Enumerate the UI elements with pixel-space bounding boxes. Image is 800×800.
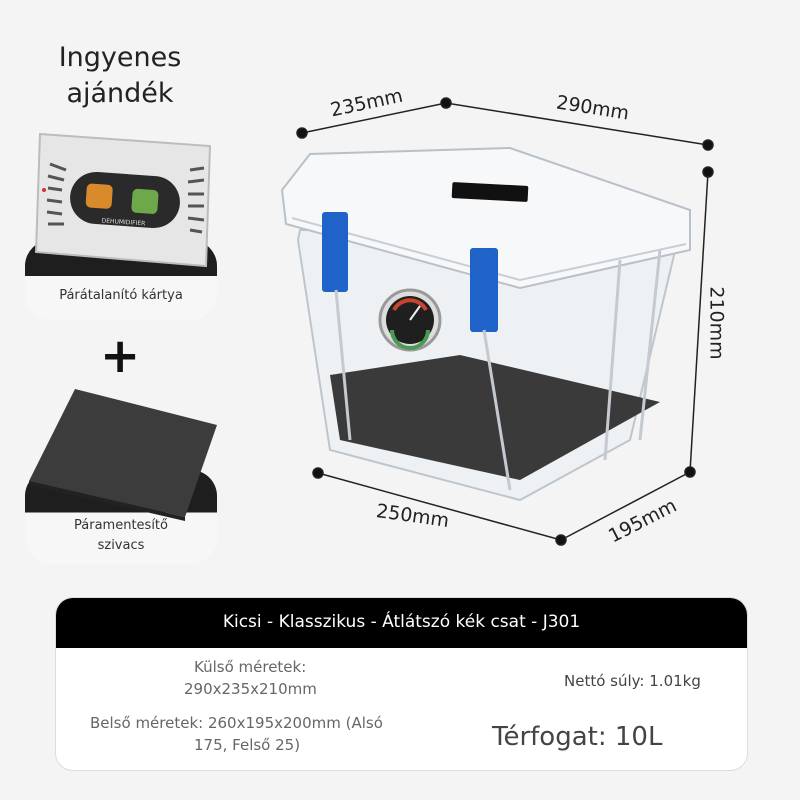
latch-right (470, 248, 498, 332)
sponge-label-line2: szivacs (97, 538, 145, 553)
plus-sign: + (100, 328, 141, 384)
net-weight: Nettó súly: 1.01kg (564, 672, 701, 690)
inner-dimensions-line1: Belső méretek: 260x195x200mm (Alsó (90, 714, 383, 732)
product-info-box: Kicsi - Klasszikus - Átlátszó kék csat -… (55, 597, 748, 771)
sponge-image (29, 389, 217, 521)
card-center-text: DEHUMIDIFIER (101, 217, 145, 227)
dimension-height: 210mm (705, 286, 728, 360)
outer-dimensions-label: Külső méretek: (194, 658, 307, 676)
dehumidifier-card-label: Párátalanító kártya (59, 288, 183, 303)
outer-dimensions-value: 290x235x210mm (184, 680, 317, 698)
product-info-header: Kicsi - Klasszikus - Átlátszó kék csat -… (56, 598, 747, 648)
sponge-label-line1: Páramentesítő (74, 518, 168, 533)
dehumidifier-card-image: DEHUMIDIFIER (34, 132, 212, 268)
volume: Térfogat: 10L (492, 722, 663, 752)
latch-left (322, 212, 348, 292)
dimension-lines (296, 97, 714, 546)
inner-dimensions-line2: 175, Felső 25) (194, 736, 301, 754)
dry-box-image (280, 146, 691, 502)
gift-title: Ingyenes ajándék (58, 42, 182, 109)
